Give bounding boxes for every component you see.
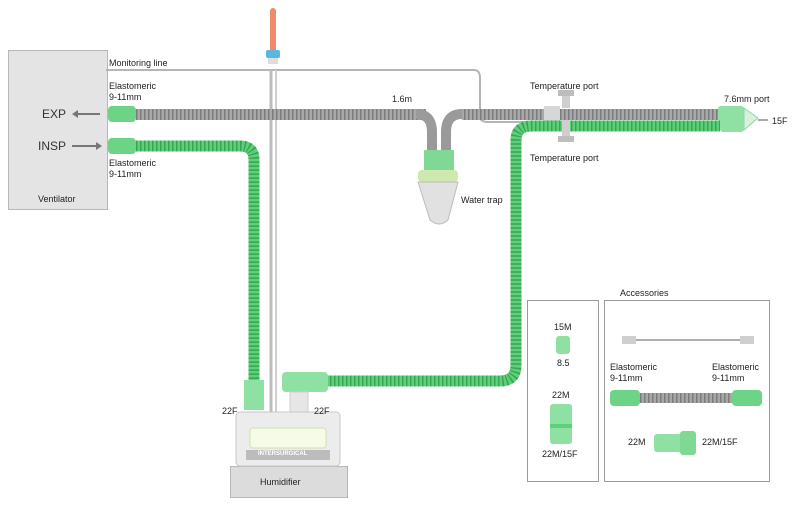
temperature-port-top xyxy=(558,90,574,108)
water-trap xyxy=(417,150,459,225)
adapter-22m-label: 22M xyxy=(628,437,646,447)
connector-15m-label: 15M xyxy=(554,322,572,332)
f22-left-label: 22F xyxy=(222,406,238,416)
elastomeric-top-size: 9-11mm xyxy=(109,92,142,102)
ventilator-box xyxy=(8,50,108,210)
elastomeric-top-label: Elastomeric xyxy=(109,81,157,91)
temperature-port-bottom xyxy=(558,120,574,142)
accessory-elastomeric-tube xyxy=(610,390,762,406)
accessories-title: Accessories xyxy=(620,288,669,298)
humidifier-chamber xyxy=(235,411,341,467)
port-76-label: 7.6mm port xyxy=(724,94,770,104)
y-piece xyxy=(720,107,759,132)
connector-85-label: 8.5 xyxy=(557,358,570,368)
connector-22m xyxy=(550,404,572,444)
connector-22m15f-label: 22M/15F xyxy=(542,449,578,459)
insp-label: INSP xyxy=(38,139,67,153)
monitoring-tip xyxy=(266,8,280,64)
length-label: 1.6m xyxy=(392,94,413,104)
connector-15m xyxy=(556,336,570,354)
accessory-right-size: 9-11mm xyxy=(712,373,745,383)
exp-label: EXP xyxy=(42,107,67,121)
f22-right-label: 22F xyxy=(314,406,330,416)
water-trap-label: Water trap xyxy=(461,195,503,205)
humidifier-label: Humidifier xyxy=(260,477,301,487)
elastomeric-bottom-label: Elastomeric xyxy=(109,158,157,168)
insp-arrow xyxy=(72,142,102,150)
accessory-adapter xyxy=(654,431,696,455)
accessory-monitoring-line xyxy=(622,336,754,344)
ventilator-label: Ventilator xyxy=(38,194,76,204)
exp-arrow xyxy=(72,110,100,118)
connector-22m-label: 22M xyxy=(552,390,570,400)
elastomeric-bottom-size: 9-11mm xyxy=(109,169,142,179)
accessory-left-label: Elastomeric xyxy=(610,362,658,372)
expiratory-limb xyxy=(108,106,744,152)
monitoring-line-label: Monitoring line xyxy=(109,58,168,68)
adapter-22m15f-label: 22M/15F xyxy=(702,437,738,447)
accessory-left-size: 9-11mm xyxy=(610,373,643,383)
temperature-port-top-label: Temperature port xyxy=(530,81,599,91)
connectors-panel xyxy=(527,300,599,482)
temperature-port-bottom-label: Temperature port xyxy=(530,153,599,163)
accessory-right-label: Elastomeric xyxy=(712,362,760,372)
monitoring-line xyxy=(106,69,560,462)
f15-label: 15F xyxy=(772,116,788,126)
humidifier-brand: INTERSURGICAL xyxy=(258,451,308,457)
